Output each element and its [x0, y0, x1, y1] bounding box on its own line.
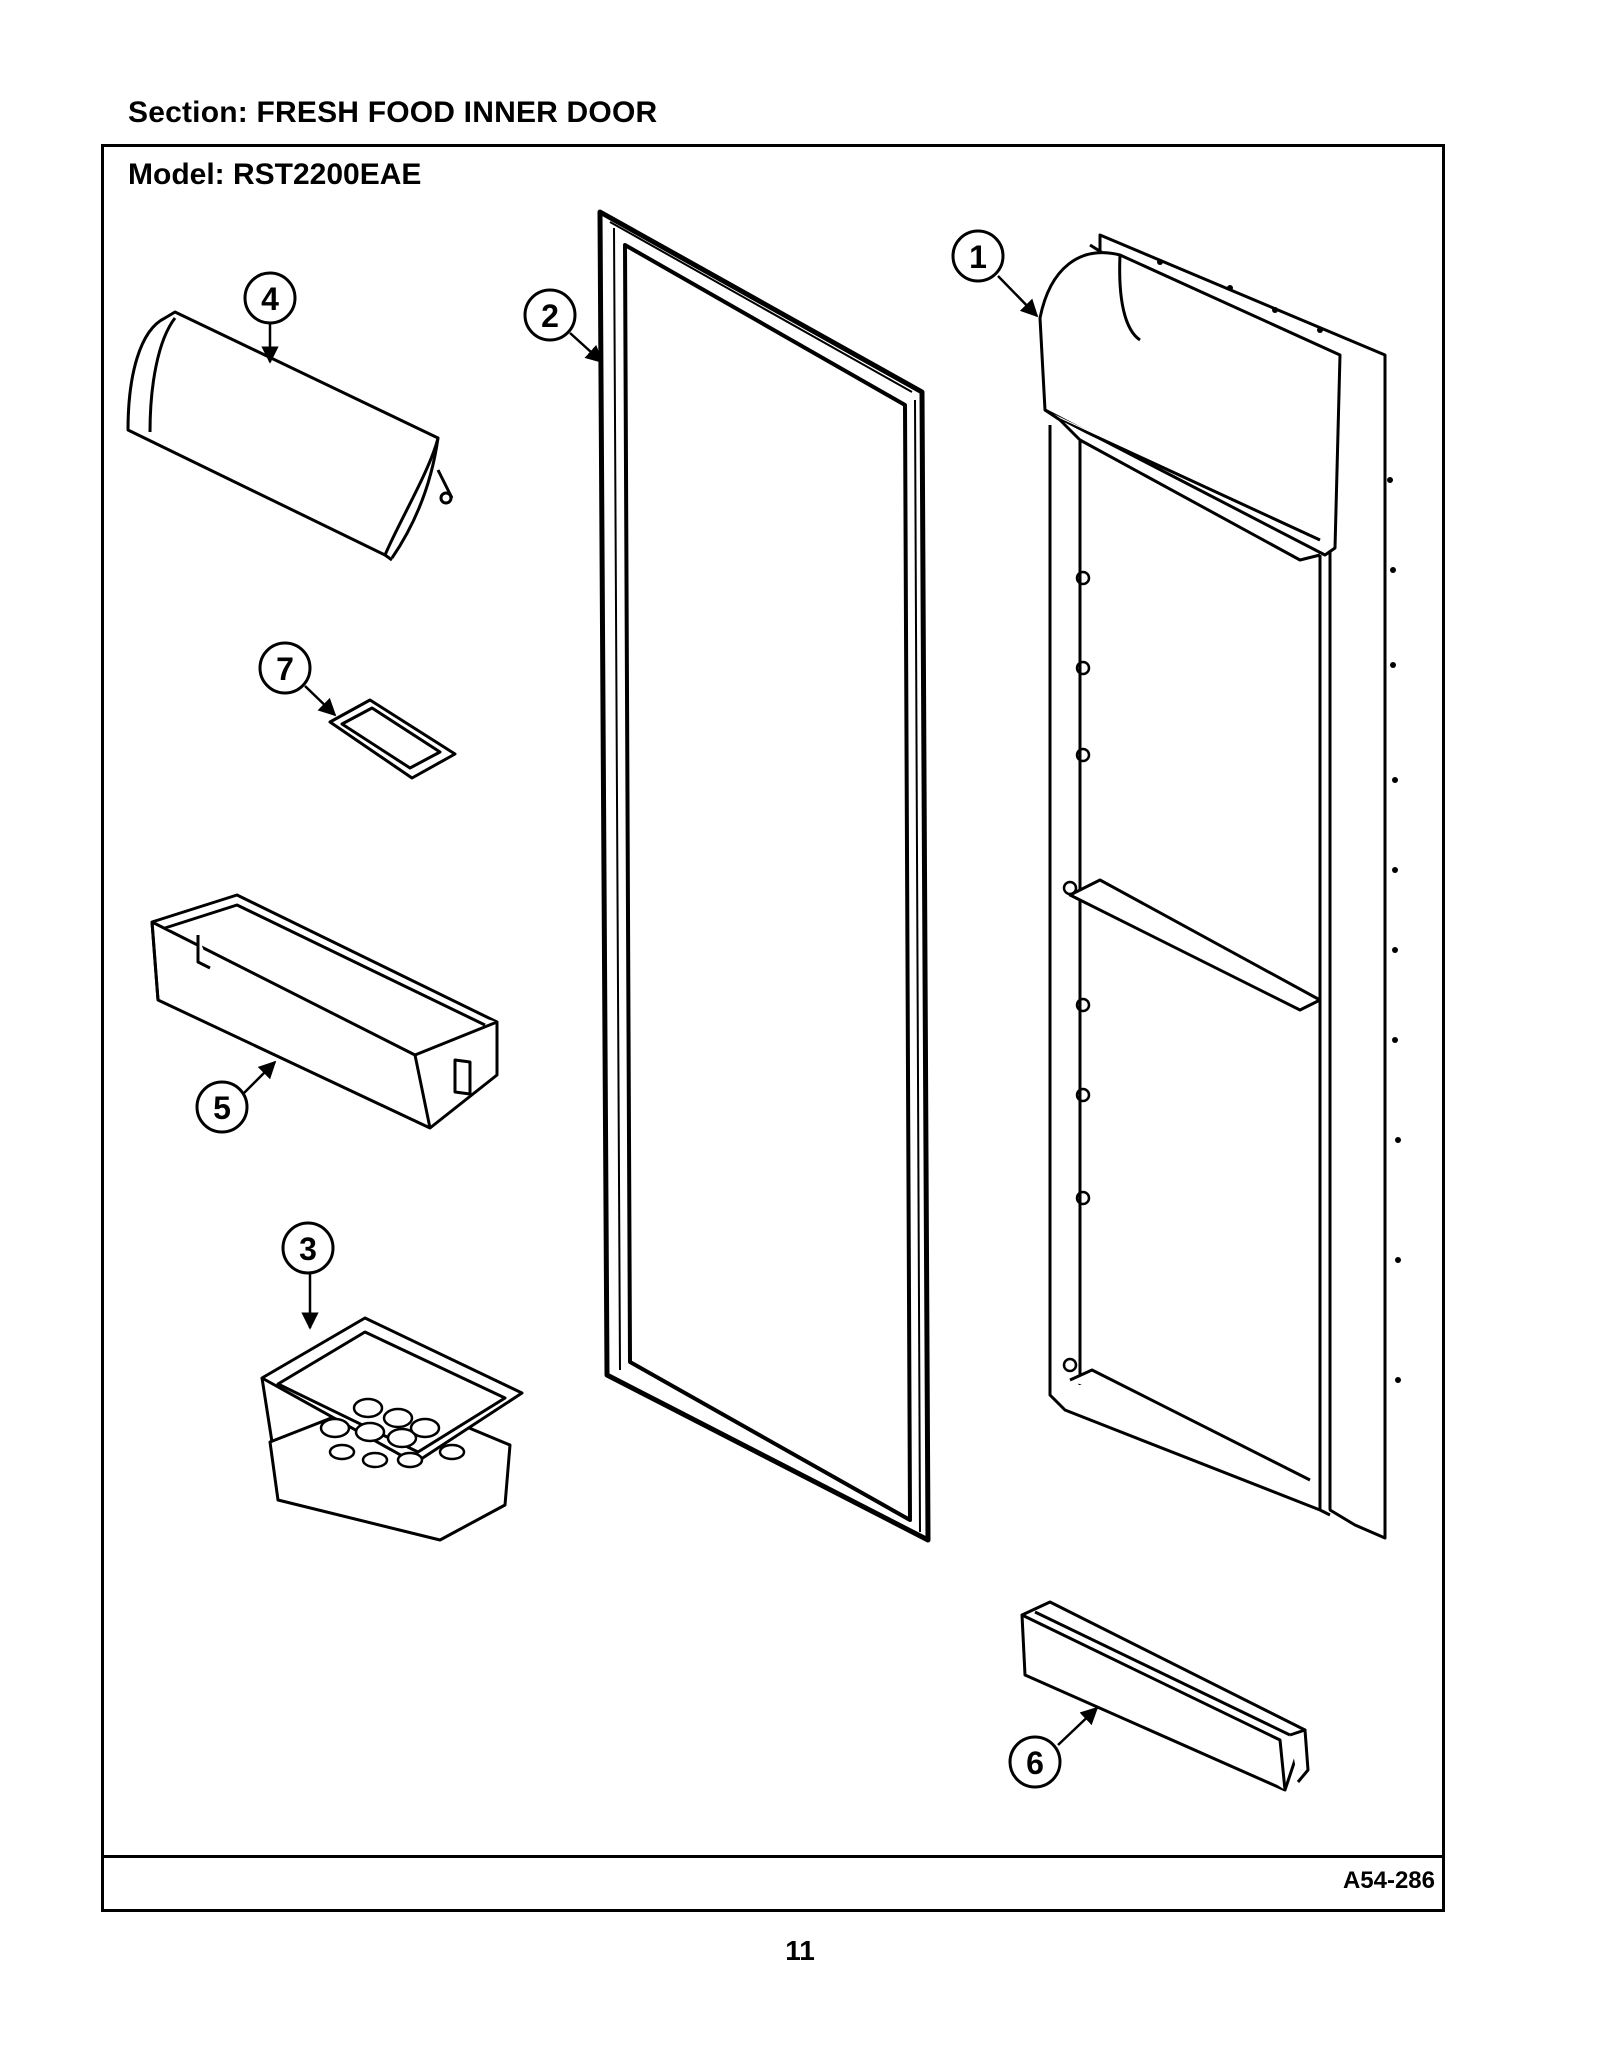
callout-5: 5 [195, 1060, 277, 1134]
callout-label: 5 [213, 1090, 231, 1126]
callout-4: 4 [243, 271, 297, 364]
callout-label: 6 [1026, 1745, 1044, 1781]
page-number: 11 [785, 1935, 815, 1966]
part-1-door-liner [1038, 233, 1401, 1540]
part-5-door-bin [150, 893, 499, 1130]
part-4-dairy-cover [126, 310, 454, 562]
callout-label: 4 [261, 281, 279, 317]
callout-label: 1 [969, 239, 987, 275]
drawing-code: A54-286 [1342, 1867, 1435, 1894]
callout-1: 1 [951, 229, 1039, 318]
callout-7: 7 [258, 641, 337, 717]
callout-2: 2 [523, 288, 604, 364]
part-6-door-rail [1020, 1600, 1310, 1792]
model-title: Model: RST2200EAE [128, 158, 422, 191]
part-2-door-gasket [597, 209, 931, 1543]
section-title: Section: FRESH FOOD INNER DOOR [128, 96, 658, 129]
part-7-tray [328, 698, 457, 780]
footer-divider [101, 1855, 1445, 1858]
callout-3: 3 [281, 1221, 335, 1330]
callout-label: 7 [276, 651, 294, 687]
callout-label: 3 [299, 1231, 317, 1267]
diagram-frame [101, 144, 1445, 1912]
callout-6: 6 [1008, 1706, 1099, 1789]
callout-label: 2 [541, 298, 559, 334]
part-3-utility-bin [260, 1316, 524, 1542]
